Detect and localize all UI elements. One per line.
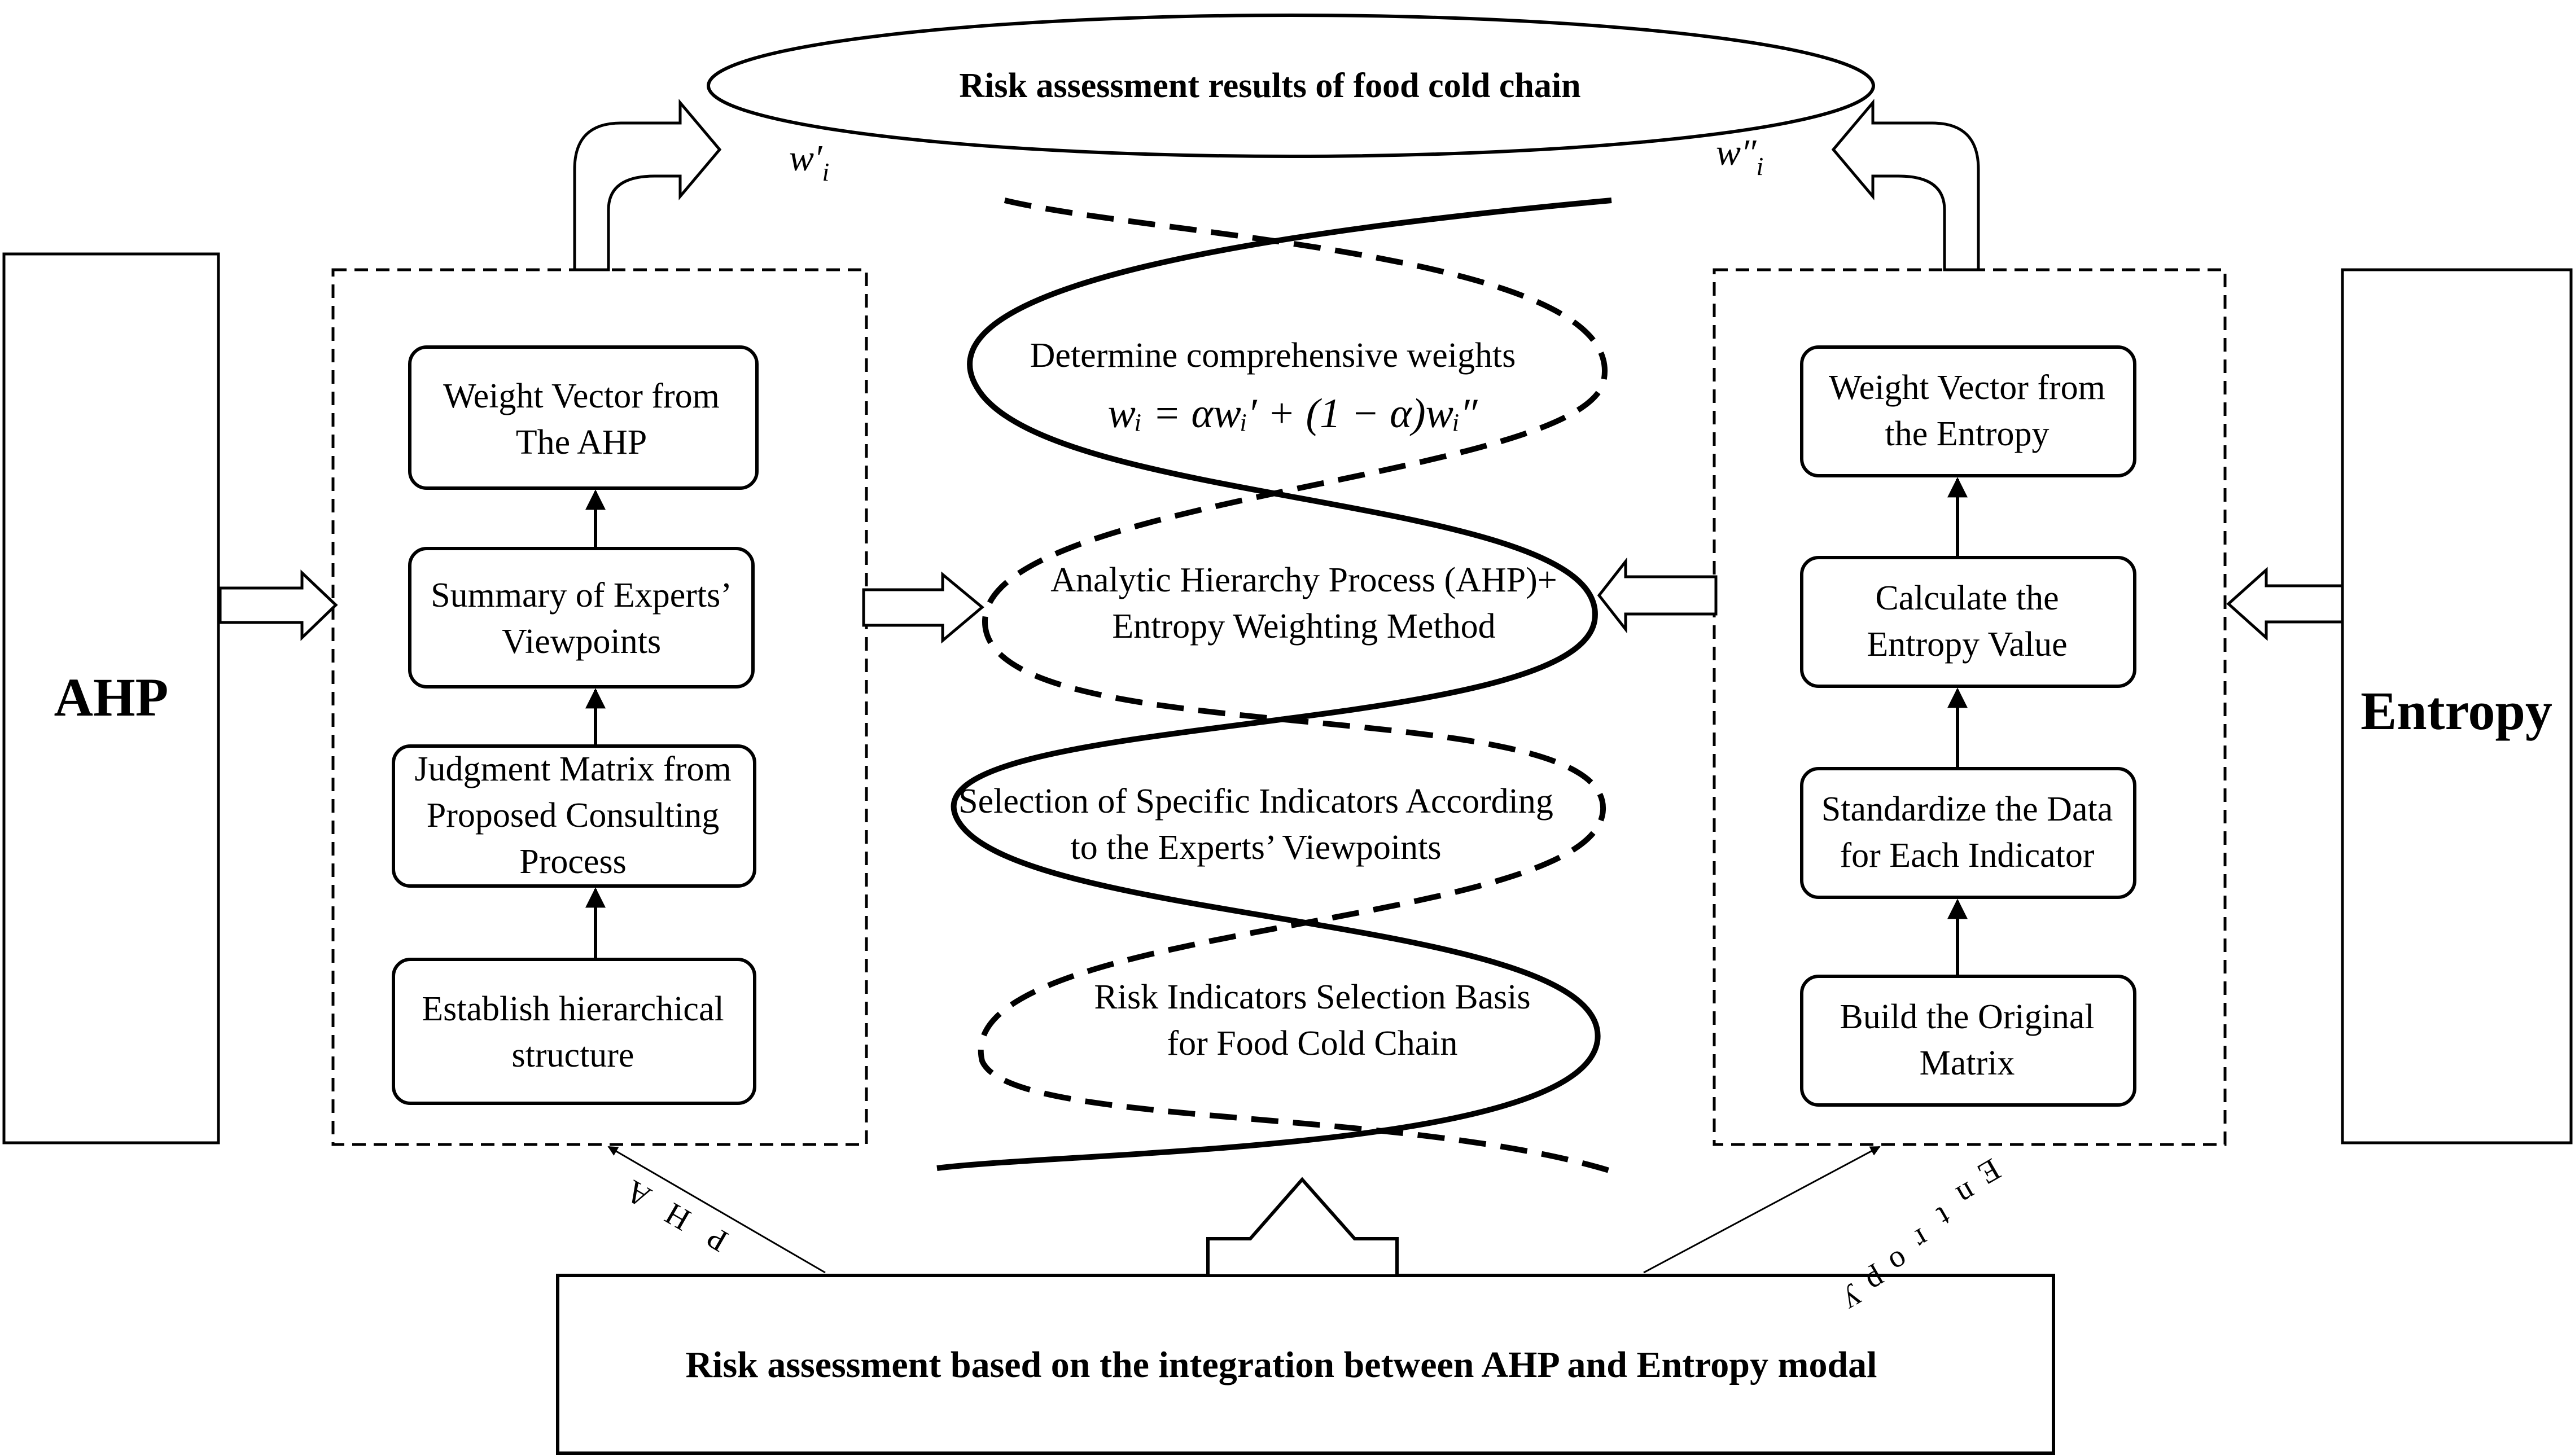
right-curved-arrow (1831, 99, 1980, 271)
diag-letter: H (659, 1196, 697, 1238)
entropy-side-box (2341, 268, 2573, 1144)
center-method-label: Analytic Hierarchy Process (AHP)+Entropy… (1050, 561, 1557, 646)
result-ellipse (707, 14, 1875, 158)
diag-letter: t (1931, 1199, 1956, 1234)
bottom-integration-label: Risk assessment based on the integration… (685, 1344, 1877, 1385)
diag-letter: A (620, 1173, 658, 1214)
ahp-step-summary: Summary of Experts’Viewpoints (408, 547, 755, 688)
entropy-group (1713, 268, 2227, 1146)
ahp-group (331, 268, 868, 1146)
bottom-integration-box (556, 1274, 2055, 1455)
weight-right-label: w″i (1716, 132, 1763, 181)
diag-letter: r (1908, 1221, 1934, 1257)
arrow-group-to-center (862, 571, 984, 644)
arrow-entropy-side-to-group (2226, 567, 2344, 641)
helix-solid-curve (936, 198, 1612, 1171)
ahp-side-box (2, 252, 220, 1144)
left-curved-arrow (573, 99, 722, 271)
svg-text:Summary of Experts’Viewpoints: Summary of Experts’Viewpoints (431, 576, 732, 661)
diag-line-ahp (607, 1146, 826, 1274)
arrow-entropy-group-to-center (1597, 557, 1718, 634)
center-selection-label: Selection of Specific Indicators Accordi… (958, 782, 1553, 867)
big-up-arrow (1206, 1177, 1399, 1274)
diag-line-entropy (1643, 1146, 1881, 1274)
weight-left-label: w′i (789, 138, 829, 186)
arrow-ahp-side-to-group (218, 569, 338, 641)
center-comprehensive-label: Determine comprehensive weights (1030, 336, 1516, 375)
center-formula: wᵢ = αwᵢ′ + (1 − α)wᵢ″ (1108, 391, 1478, 437)
diag-letter: E (1972, 1151, 2007, 1191)
diag-letter: P (701, 1220, 734, 1258)
ahp-side-label: AHP (54, 667, 169, 727)
diag-letter: n (1951, 1175, 1982, 1213)
result-label: Risk assessment results of food cold cha… (959, 67, 1580, 105)
entropy-side-label: Entropy (2361, 681, 2552, 741)
